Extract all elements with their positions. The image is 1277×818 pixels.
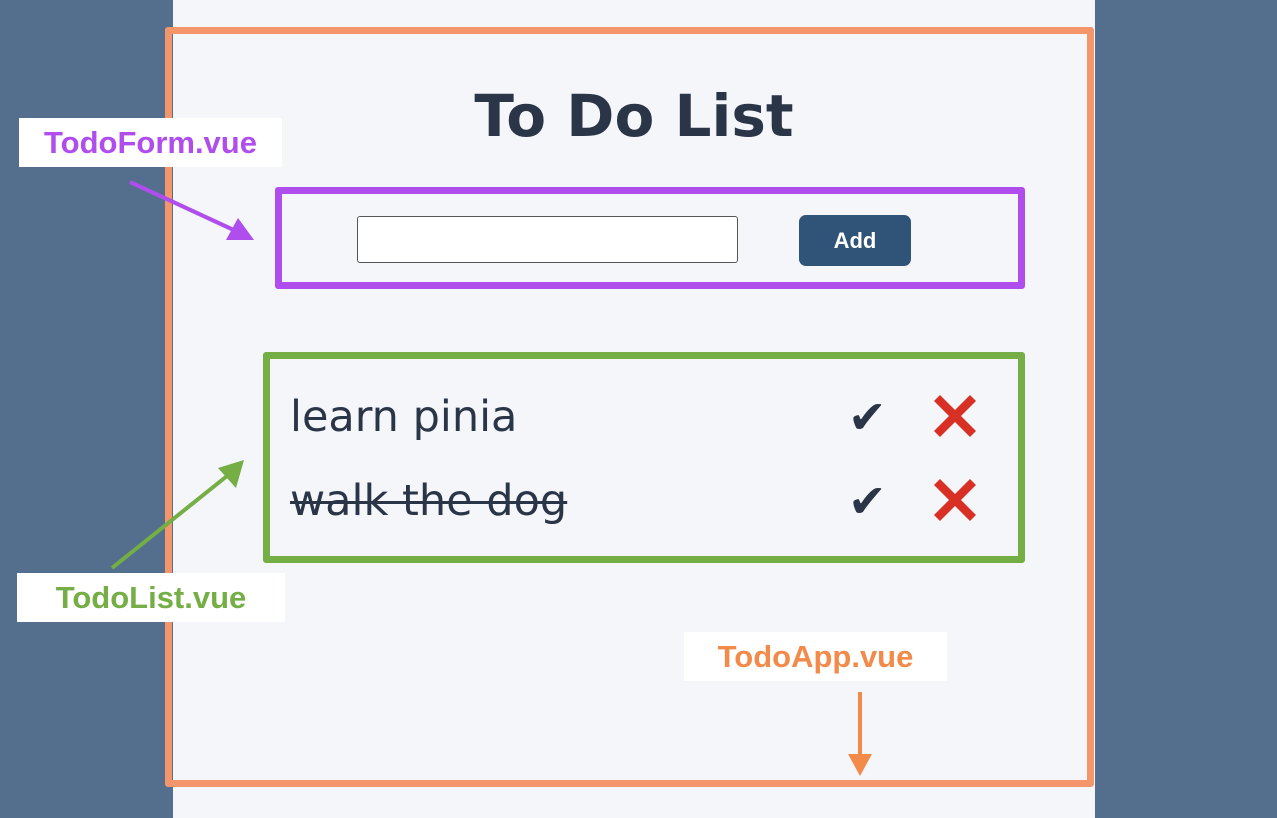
- todo-app-outline: [165, 27, 1094, 787]
- todo-text-completed: walk the dog: [290, 476, 568, 526]
- todo-form-label: TodoForm.vue: [19, 118, 282, 167]
- todo-app-page: [173, 0, 1095, 818]
- todo-form-outline: [275, 187, 1025, 289]
- todo-app-label: TodoApp.vue: [684, 632, 947, 681]
- todo-list-label: TodoList.vue: [17, 573, 285, 622]
- add-button[interactable]: Add: [799, 215, 911, 266]
- page-title: To Do List: [474, 82, 794, 150]
- close-icon[interactable]: [928, 475, 980, 527]
- check-icon[interactable]: ✔: [848, 390, 887, 444]
- todo-text: learn pinia: [290, 392, 518, 442]
- todo-item: walk the dog ✔: [290, 471, 990, 531]
- todo-input[interactable]: [357, 216, 738, 263]
- todo-item: learn pinia ✔: [290, 387, 990, 447]
- close-icon[interactable]: [928, 391, 980, 443]
- check-icon[interactable]: ✔: [848, 474, 887, 528]
- todo-list-outline: [263, 352, 1025, 563]
